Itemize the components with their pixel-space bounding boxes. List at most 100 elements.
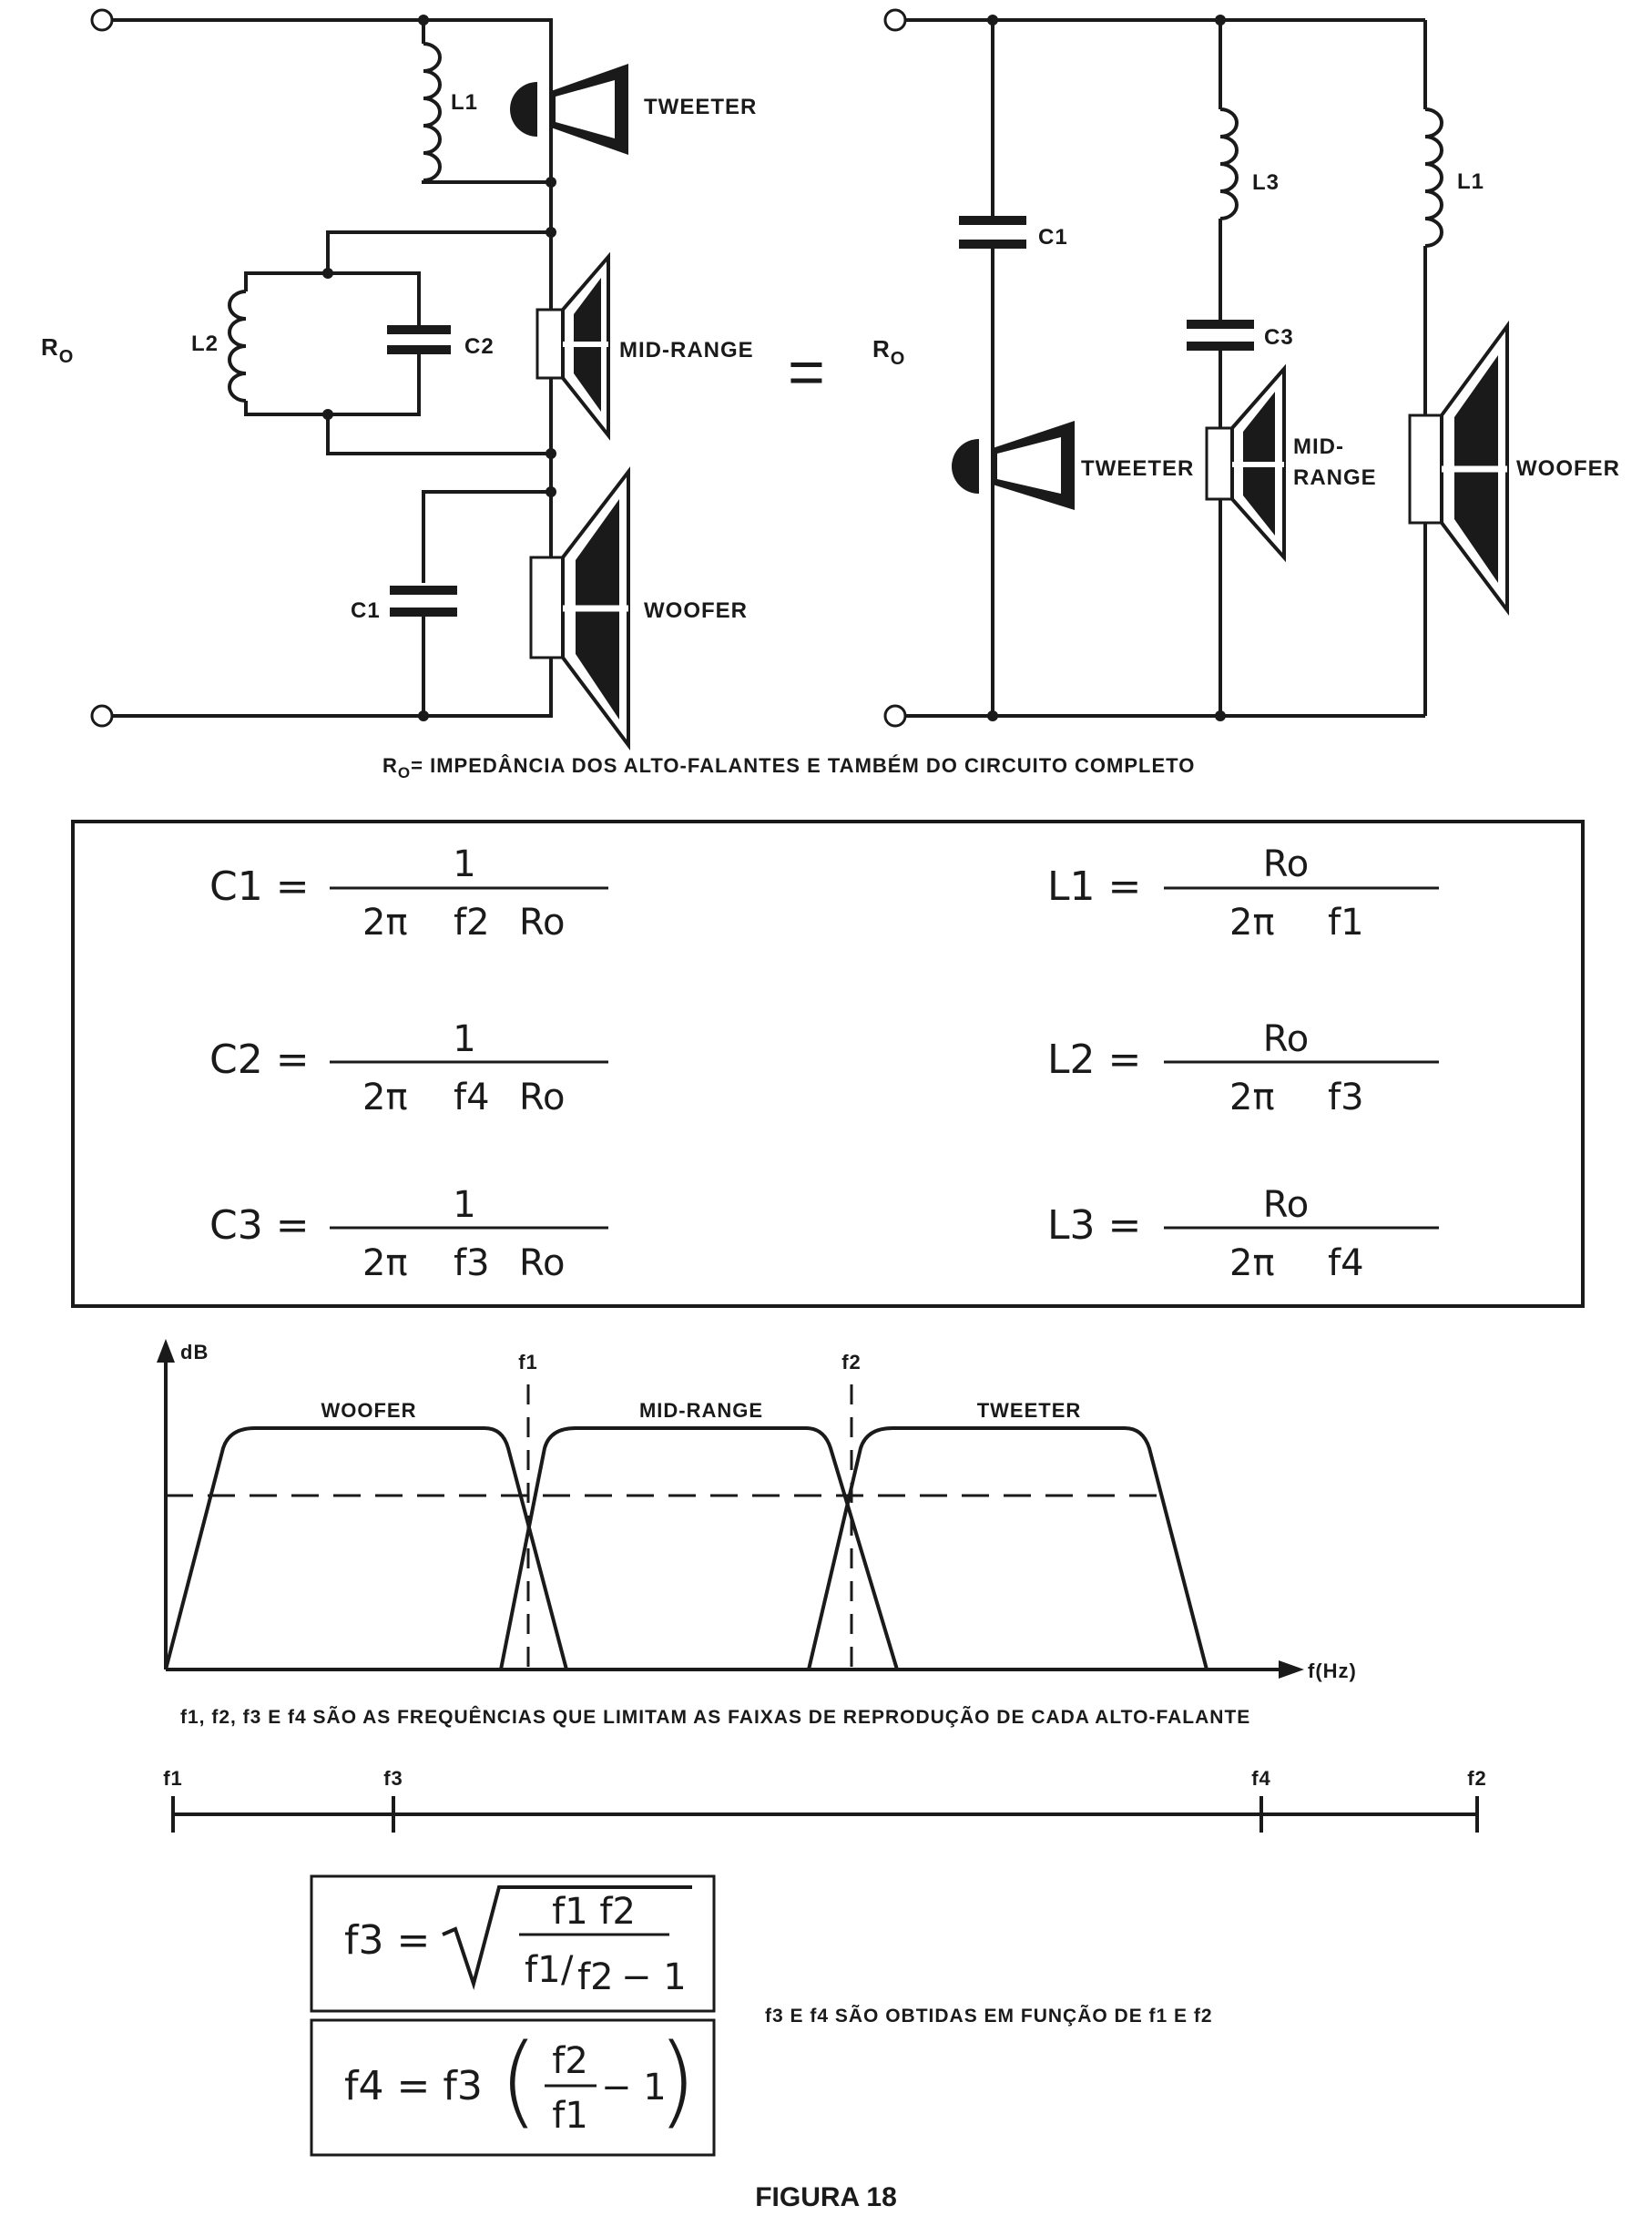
formula-numerator: 1 — [453, 843, 475, 885]
left-c1-label: C1 — [351, 598, 381, 623]
left-l1-coil — [423, 42, 442, 182]
formula-l1: L1 = Ro 2π f1 — [1047, 843, 1439, 944]
formula-c3: C3 = 1 2π f3 Ro — [209, 1184, 608, 1284]
formula-den-b: f2 — [454, 902, 490, 944]
formula-numerator: Ro — [1263, 1184, 1309, 1226]
f1-marker-label: f1 — [518, 1351, 538, 1373]
left-midrange-speaker — [535, 251, 610, 441]
scale-tick-label: f1 — [163, 1767, 183, 1790]
midrange-curve — [499, 1426, 899, 1670]
formula-lhs: C3 = — [209, 1202, 310, 1249]
left-midrange-label: MID-RANGE — [619, 338, 754, 362]
f4-paren-right: ) — [658, 2022, 697, 2139]
left-l2-wire-bottom — [244, 401, 328, 416]
left-ro-label: RO — [41, 333, 74, 367]
formula-lhs: C1 = — [209, 863, 310, 910]
left-junction-dot — [546, 227, 556, 238]
formula-den-a: 2π — [1229, 1242, 1275, 1284]
f3-formula: f3 = f1 f2 f1 / f2 − 1 — [310, 1874, 716, 2013]
figure-caption: FIGURA 18 — [755, 2182, 897, 2212]
frequency-scale: f1 f3 f4 f2 — [163, 1767, 1487, 1833]
left-tank-wire-top — [326, 230, 551, 273]
scale-tick-label: f2 — [1467, 1767, 1487, 1790]
x-axis-label: f(Hz) — [1308, 1659, 1357, 1682]
formula-l3: L3 = Ro 2π f4 — [1047, 1184, 1439, 1284]
f4-paren-left: ( — [499, 2022, 538, 2139]
f4-tail: − 1 — [601, 2067, 667, 2109]
right-junction-dot — [987, 15, 998, 26]
left-l2-label: L2 — [191, 332, 219, 356]
right-junction-dot — [1215, 710, 1226, 721]
formula-den-a: 2π — [362, 902, 408, 944]
left-junction-dot — [418, 15, 429, 26]
left-l1-wire-bottom — [422, 180, 551, 184]
formula-den-b: f3 — [454, 1242, 490, 1284]
right-midrange-label-line2: RANGE — [1293, 465, 1377, 490]
right-ro-label: RO — [872, 335, 905, 369]
right-c3-label: C3 — [1264, 325, 1294, 350]
response-plot: dB f(Hz) f1 f2 WOOFER MID-RANGE TWEETER — [157, 1339, 1357, 1682]
formula-den-b: f4 — [1328, 1242, 1364, 1284]
right-l1-label: L1 — [1457, 169, 1484, 194]
formula-den-b: f1 — [1328, 902, 1364, 944]
right-l3-coil — [1219, 107, 1239, 220]
left-junction-dot — [322, 409, 333, 420]
formula-numerator: Ro — [1263, 843, 1309, 885]
f3-formula-box — [310, 1874, 716, 2013]
formula-c2: C2 = 1 2π f4 Ro — [209, 1018, 608, 1118]
f3-den-a: f1 — [525, 1949, 561, 1991]
left-tweeter-label: TWEETER — [644, 95, 757, 119]
formula-den-b: f4 — [454, 1077, 490, 1118]
y-axis-label: dB — [180, 1341, 209, 1363]
formula-den-c: Ro — [519, 1077, 565, 1118]
f3-f4-note: f3 E f4 SÃO OBTIDAS EM FUNÇÃO DE f1 E f2 — [765, 2006, 1213, 2027]
right-tweeter-label: TWEETER — [1081, 456, 1194, 481]
right-junction-dot — [987, 710, 998, 721]
formula-c1: C1 = 1 2π f2 Ro — [209, 843, 608, 944]
f2-marker-label: f2 — [841, 1351, 862, 1373]
woofer-curve — [164, 1426, 568, 1670]
left-junction-dot — [322, 268, 333, 279]
formula-den-b: f3 — [1328, 1077, 1364, 1118]
left-junction-dot — [546, 448, 556, 459]
left-junction-dot — [546, 486, 556, 497]
terminal-top-right — [883, 8, 907, 32]
terminal-bottom-right — [883, 704, 907, 728]
y-axis-arrow — [157, 1339, 175, 1363]
formula-den-a: 2π — [1229, 1077, 1275, 1118]
terminal-bottom-left — [90, 704, 114, 728]
formula-den-c: Ro — [519, 902, 565, 944]
left-tweeter — [510, 64, 628, 155]
formula-numerator: 1 — [453, 1018, 475, 1060]
formula-lhs: L1 = — [1047, 863, 1141, 910]
scale-tick-label: f4 — [1251, 1767, 1271, 1790]
left-c2-wire-top — [328, 271, 421, 328]
left-main-wire — [112, 18, 553, 718]
circuit-right: C1 TWEETER L3 C3 MID- RANGE L1 — [872, 8, 1620, 728]
left-junction-dot — [418, 710, 429, 721]
left-c2-label: C2 — [464, 334, 495, 359]
right-tweeter — [952, 421, 1075, 510]
midrange-band-label: MID-RANGE — [639, 1399, 763, 1422]
formula-den-c: Ro — [519, 1242, 565, 1284]
circuit-left: L1 TWEETER L2 C2 MID-RANGE — [41, 8, 757, 751]
formula-numerator: 1 — [453, 1184, 475, 1226]
equals-sign: = — [788, 336, 825, 407]
left-l1-label: L1 — [451, 90, 478, 115]
f4-formula: f4 = f3 ( f2 f1 − 1 ) — [310, 2018, 716, 2157]
formula-den-a: 2π — [362, 1242, 408, 1284]
right-midrange-speaker — [1205, 363, 1286, 563]
f4-numerator: f2 — [552, 2040, 588, 2082]
scale-tick-label: f3 — [383, 1767, 403, 1790]
left-tank-wire-bottom — [326, 414, 551, 455]
formula-lhs: L2 = — [1047, 1036, 1141, 1083]
f3-den-b: f2 — [577, 1956, 614, 1998]
right-junction-dot — [1215, 15, 1226, 26]
formula-den-a: 2π — [1229, 902, 1275, 944]
right-woofer-label: WOOFER — [1516, 456, 1620, 481]
f4-lhs: f4 = f3 — [344, 2063, 483, 2109]
f3-lhs: f3 = — [344, 1917, 430, 1964]
woofer-band-label: WOOFER — [321, 1399, 417, 1422]
left-l2-wire-top — [244, 271, 328, 291]
formula-numerator: Ro — [1263, 1018, 1309, 1060]
